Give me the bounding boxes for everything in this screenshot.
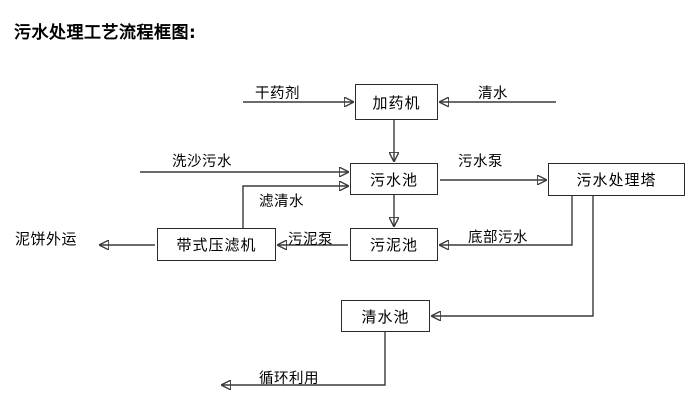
node-label: 清水池 bbox=[361, 307, 410, 326]
node-label: 加药机 bbox=[372, 93, 421, 112]
edge-label-recycle-use: 循环利用 bbox=[259, 371, 319, 387]
node-label: 污泥池 bbox=[369, 236, 418, 254]
edge-label-sand-wash-sewage: 洗沙污水 bbox=[172, 154, 232, 170]
terminal-label-mud-cake-out: 泥饼外运 bbox=[15, 230, 78, 248]
node-label: 带式压滤机 bbox=[176, 236, 257, 254]
node-label: 污水处理塔 bbox=[576, 171, 657, 189]
node-sludge-pool[interactable]: 污泥池 bbox=[350, 228, 438, 261]
node-belt-filter-press[interactable]: 带式压滤机 bbox=[157, 228, 276, 261]
node-clear-water-pool[interactable]: 清水池 bbox=[341, 300, 430, 332]
edge-label-sewage-pump: 污水泵 bbox=[458, 154, 503, 170]
page-title: 污水处理工艺流程框图: bbox=[14, 23, 197, 43]
node-dosing-machine[interactable]: 加药机 bbox=[355, 84, 438, 120]
edge-label-clean-water: 清水 bbox=[478, 86, 508, 102]
node-label: 污水池 bbox=[369, 170, 418, 189]
edge-label-dry-chemical: 干药剂 bbox=[255, 86, 300, 102]
edge-tower-to-clear-water-pool bbox=[432, 196, 594, 316]
edge-label-filtered-water: 滤清水 bbox=[259, 194, 304, 210]
node-sewage-pool[interactable]: 污水池 bbox=[350, 163, 438, 195]
edge-label-bottom-sewage: 底部污水 bbox=[468, 230, 528, 246]
edge-label-sludge-pump: 污泥泵 bbox=[288, 232, 333, 248]
node-treatment-tower[interactable]: 污水处理塔 bbox=[548, 163, 685, 196]
